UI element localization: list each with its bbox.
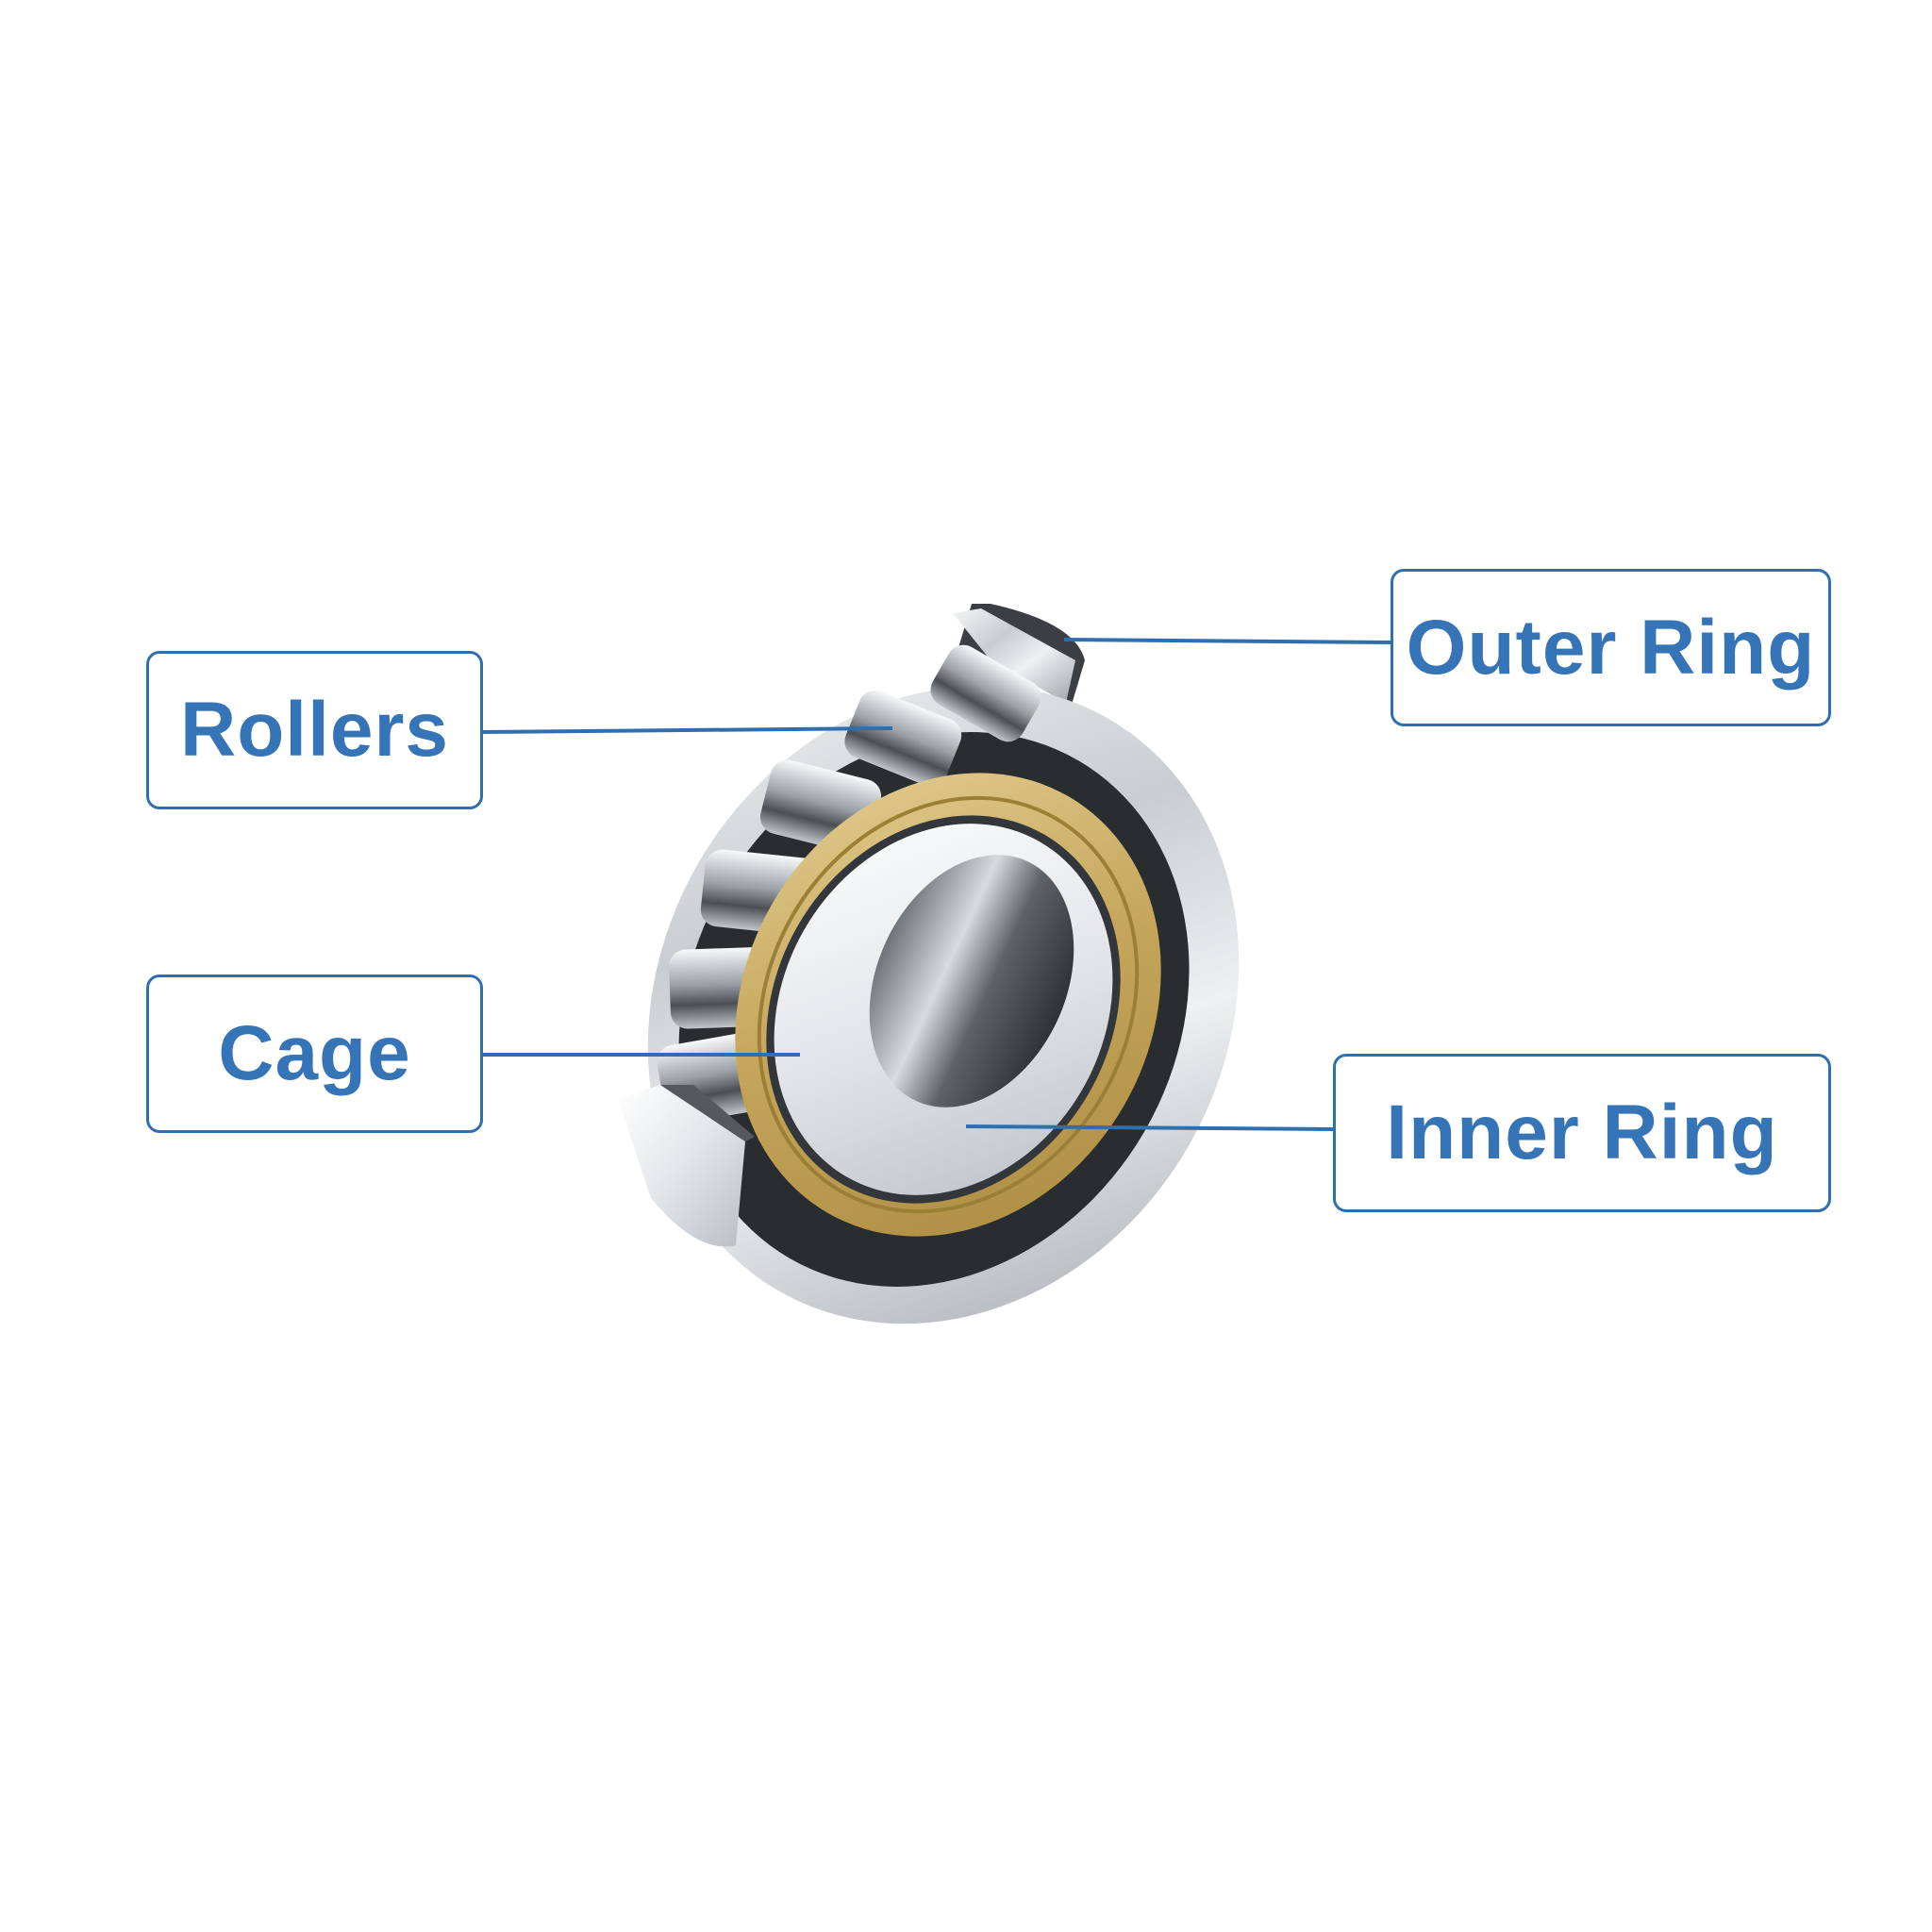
rollers-label: Rollers	[146, 651, 483, 809]
outer-ring-front-section	[618, 1085, 745, 1247]
rollers-leader-line	[482, 726, 893, 734]
inner-ring-bore	[869, 855, 1074, 1108]
inner-ring-label: Inner Ring	[1333, 1054, 1831, 1212]
outer-ring-top-face	[953, 608, 1075, 703]
inner-ring	[774, 824, 1113, 1195]
outer-ring-leader-line	[1063, 638, 1391, 644]
cage-label: Cage	[146, 974, 483, 1133]
roller	[844, 690, 962, 787]
inner-ring-leader-line	[965, 1124, 1334, 1131]
outer-ring-label: Outer Ring	[1391, 569, 1831, 726]
roller	[930, 644, 1041, 742]
